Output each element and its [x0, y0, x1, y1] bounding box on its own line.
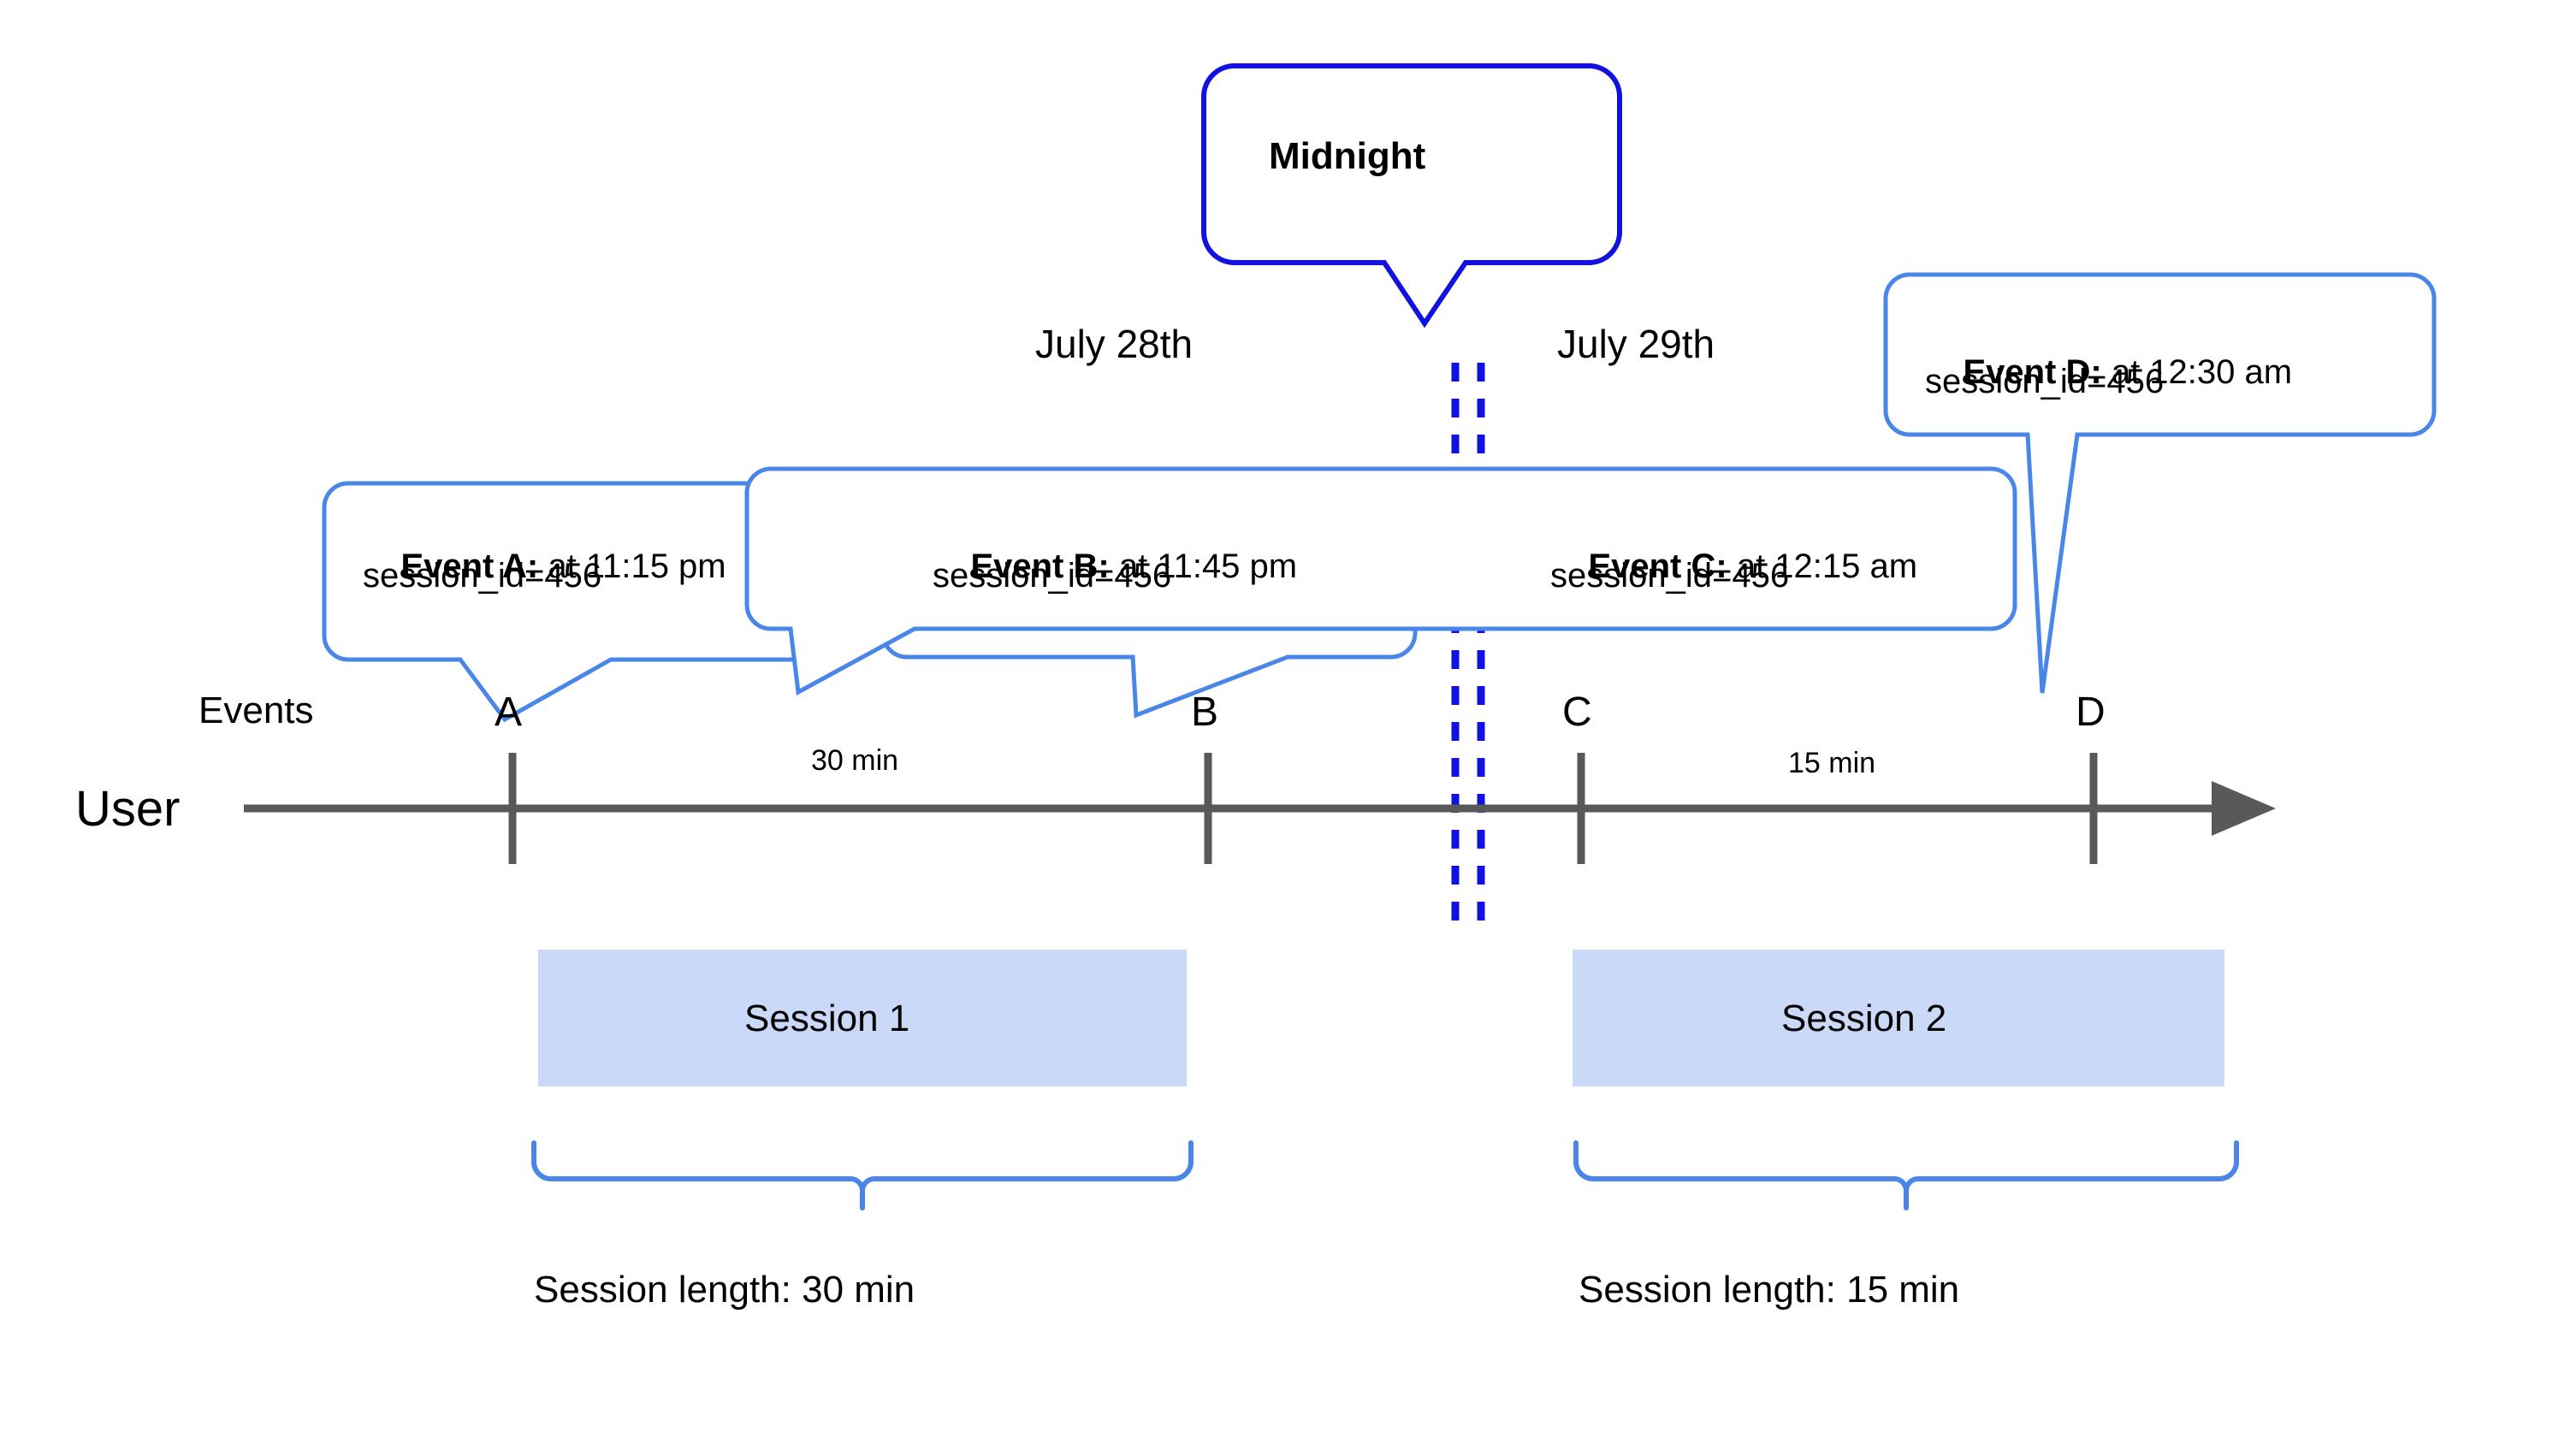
event-c-callout-line1: Event C: at 12:15 am — [1550, 506, 1917, 628]
user-lane-label: User — [75, 781, 181, 837]
session-2-bar — [1573, 950, 2224, 1086]
event-a-detail: at 11:15 pm — [548, 547, 726, 586]
session-2-label: Session 2 — [1781, 997, 1947, 1039]
event-letter-d: D — [2076, 690, 2106, 735]
event-letter-b: B — [1191, 690, 1219, 735]
event-c-title: Event C: — [1588, 547, 1727, 586]
events-lane-label: Events — [198, 690, 314, 731]
timeline-tick-marks — [508, 753, 2098, 864]
session-1-brace — [531, 1140, 1194, 1210]
session-1-label: Session 1 — [744, 997, 910, 1039]
timeline-axis — [244, 781, 2276, 836]
event-d-title: Event D: — [1963, 353, 2102, 392]
date-label-july-28: July 28th — [1035, 322, 1194, 366]
date-label-july-29: July 29th — [1557, 322, 1715, 366]
midnight-callout-shape — [1201, 63, 1622, 328]
session-1-bar — [538, 950, 1187, 1086]
event-d-callout-shape — [1883, 272, 2437, 694]
event-c-callout-shape — [744, 466, 2017, 695]
event-a-callout-line2: session_id=456 — [363, 557, 602, 595]
session-2-length-label: Session length: 15 min — [1579, 1269, 1960, 1311]
midnight-label: Midnight — [1269, 135, 1426, 177]
duration-label-15min: 15 min — [1788, 747, 1876, 779]
event-letter-a: A — [495, 690, 523, 735]
event-a-callout-line1: Event A: at 11:15 pm — [363, 506, 726, 628]
midnight-dashed-lines — [1451, 363, 1485, 937]
session-1-length-label: Session length: 30 min — [534, 1269, 915, 1311]
event-b-detail: at 11:45 pm — [1118, 547, 1298, 586]
event-b-callout-line2: session_id=456 — [933, 557, 1172, 595]
session-2-brace — [1573, 1140, 2239, 1210]
event-b-title: Event B: — [970, 547, 1110, 586]
event-b-callout-line1: Event B: at 11:45 pm — [933, 506, 1297, 628]
event-d-detail: at 12:30 am — [2111, 353, 2293, 392]
duration-label-30min: 30 min — [811, 744, 899, 777]
event-c-callout-line2: session_id=456 — [1550, 557, 1790, 595]
event-c-detail: at 12:15 am — [1736, 547, 1918, 586]
event-a-title: Event A: — [400, 547, 539, 586]
event-d-callout-line1: Event D: at 12:30 am — [1925, 312, 2292, 434]
event-d-callout-line2: session_id=456 — [1925, 363, 2165, 400]
event-letter-c: C — [1562, 690, 1592, 735]
